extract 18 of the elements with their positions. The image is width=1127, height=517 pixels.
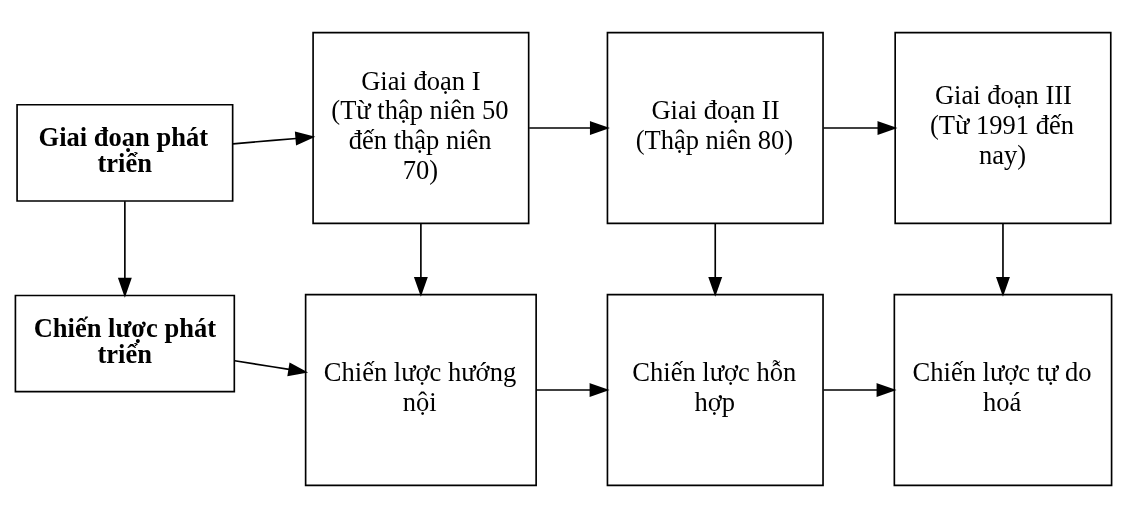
arrow [232, 131, 316, 145]
node-box: Chiến lược tự do hoá [893, 293, 1113, 486]
arrow [117, 199, 132, 298]
node-box: Giai đoạn III (Từ 1991 đến nay) [894, 31, 1112, 224]
node-box: Chiến lược phát triển [14, 294, 236, 392]
arrow [996, 222, 1010, 297]
arrow [535, 382, 610, 397]
arrow [822, 120, 898, 135]
node-box: Chiến lược hướng nội [304, 293, 537, 486]
arrow [413, 222, 428, 297]
arrow [233, 359, 309, 376]
arrow [708, 222, 723, 297]
node-box: Chiến lược hỗn hợp [606, 293, 824, 486]
arrow [822, 382, 897, 397]
arrow [528, 120, 610, 135]
node-box: Giai đoạn I (Từ thập niên 50 đến thập niên 70) [312, 31, 530, 224]
node-box: Giai đoạn phát triển [16, 103, 234, 202]
node-box: Giai đoạn II (Thập niên 80) [606, 31, 824, 224]
